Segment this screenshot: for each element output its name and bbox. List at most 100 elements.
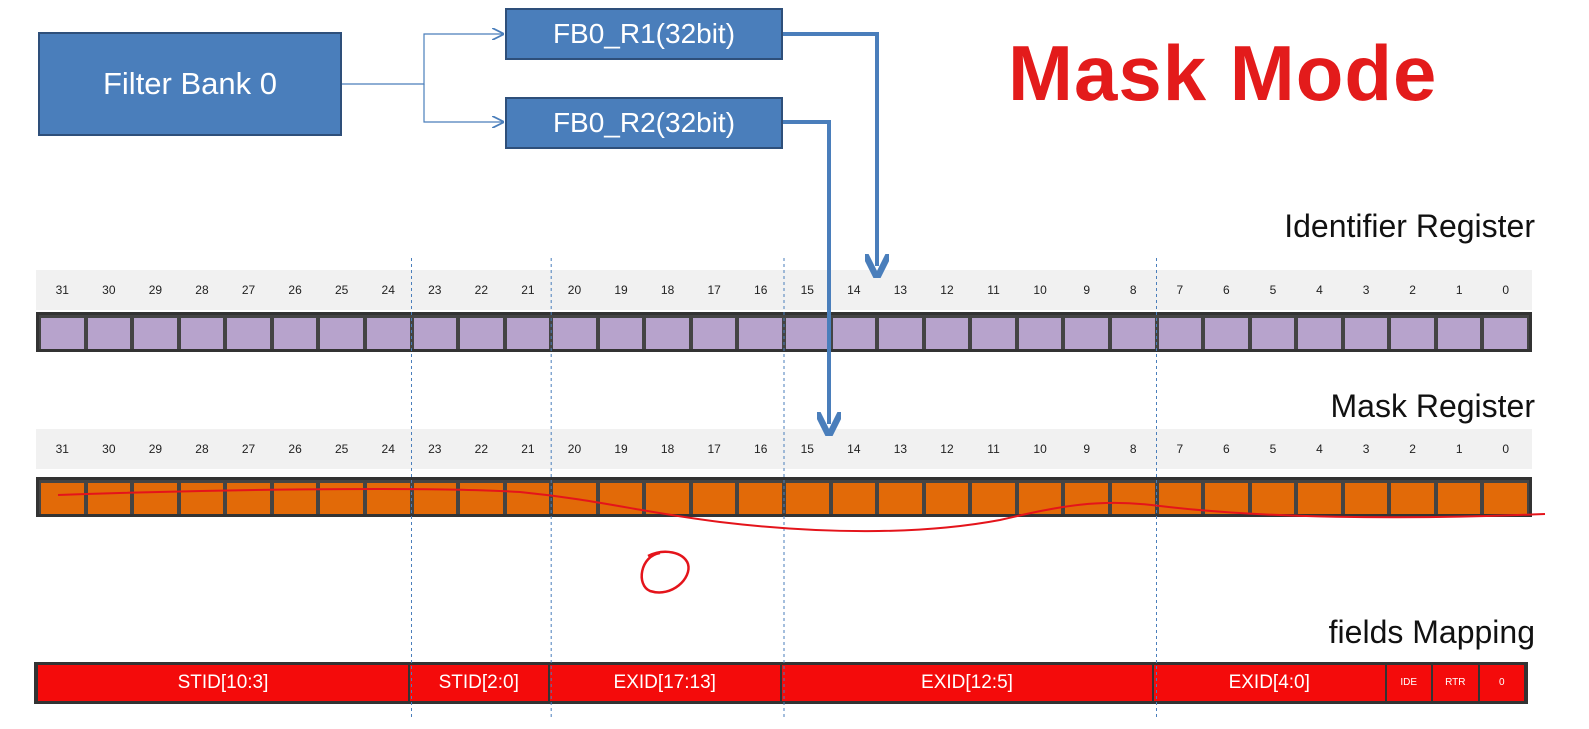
identifier-bit-number: 8 [1129, 283, 1137, 297]
identifier-bit-cell [320, 318, 363, 349]
identifier-bit-cell [879, 318, 922, 349]
mask-bit-cell [739, 483, 782, 514]
mask-bit-cell [925, 483, 969, 514]
mask-bit-cell [506, 483, 550, 514]
mask-bit-cell [1484, 483, 1527, 514]
identifier-bit-cell [832, 318, 876, 349]
mask-bit-cell [87, 483, 131, 514]
identifier-bit-number: 13 [893, 283, 908, 297]
mask-bit-cell [1111, 483, 1155, 514]
mask-bit-number: 4 [1316, 442, 1323, 456]
identifier-bit-number: 25 [334, 283, 349, 297]
handwritten-underline [57, 487, 1546, 533]
identifier-bit-number: 12 [940, 283, 954, 297]
identifier-bit-cell [1344, 318, 1388, 349]
mask-bit-cell [1437, 483, 1481, 514]
identifier-bit-number: 16 [754, 283, 768, 297]
mask-bit-number: 12 [940, 442, 954, 456]
identifier-bit-cell [1205, 318, 1248, 349]
identifier-bit-number: 1 [1455, 283, 1463, 297]
mask-bit-number: 8 [1129, 442, 1137, 456]
identifier-bit-cell [227, 318, 270, 349]
identifier-bit-cell [925, 318, 969, 349]
identifier-bit-cell [972, 318, 1015, 349]
mask-bit-number: 31 [55, 442, 69, 456]
mask-bit-number: 30 [102, 442, 116, 456]
field-stid-10-3: STID[10:3] [38, 665, 408, 701]
identifier-bit-number: 21 [521, 283, 535, 297]
identifier-bit-cell [460, 318, 503, 349]
mask-bit-cell [273, 483, 317, 514]
field-rtr: RTR [1433, 665, 1478, 701]
identifier-bit-number: 10 [1033, 283, 1047, 297]
identifier-bit-cell [1391, 318, 1434, 349]
field-exid-17-13: EXID[17:13] [549, 665, 780, 701]
mask-bit-number: 13 [893, 442, 908, 456]
identifier-bit-number: 18 [660, 283, 675, 297]
identifier-bit-number: 24 [381, 283, 395, 297]
mask-bit-number: 7 [1176, 442, 1184, 456]
mask-bit-cell [1391, 483, 1434, 514]
identifier-bit-cell [366, 318, 410, 349]
mask-bit-number: 10 [1033, 442, 1047, 456]
mask-bit-number: 25 [334, 442, 349, 456]
mask-bit-number: 20 [567, 442, 582, 456]
identifier-bit-number: 26 [288, 283, 302, 297]
identifier-bit-number: 23 [428, 283, 442, 297]
identifier-bit-number: 5 [1269, 283, 1277, 297]
identifier-bit-number: 4 [1316, 283, 1323, 297]
mask-bit-cell [786, 483, 829, 514]
fields-mapping-label: fields Mapping [1328, 614, 1535, 650]
mask-bit-number: 27 [241, 442, 256, 456]
identifier-bit-number: 31 [55, 283, 69, 297]
identifier-bit-cell [739, 318, 782, 349]
bank-connector-line [342, 34, 503, 85]
mask-bit-cell [460, 483, 503, 514]
identifier-bit-cell [1437, 318, 1481, 349]
mask-bit-number: 6 [1223, 442, 1230, 456]
mask-bit-number: 23 [428, 442, 442, 456]
identifier-bit-number: 15 [800, 283, 814, 297]
identifier-bit-number: 29 [148, 283, 163, 297]
mask-bit-number: 3 [1362, 442, 1370, 456]
mask-bit-number: 19 [614, 442, 628, 456]
identifier-bit-cell [273, 318, 317, 349]
identifier-bit-number: 2 [1409, 283, 1416, 297]
mask-bit-cell [972, 483, 1015, 514]
mask-bit-number: 17 [707, 442, 721, 456]
identifier-bit-number: 9 [1083, 283, 1090, 297]
identifier-bit-number: 17 [707, 283, 721, 297]
mask-bit-number: 26 [288, 442, 302, 456]
identifier-bit-number: 19 [614, 283, 628, 297]
identifier-bit-cell [1158, 318, 1202, 349]
identifier-bit-number: 14 [847, 283, 861, 297]
mask-bit-cell [1065, 483, 1108, 514]
filter-bank-box: Filter Bank 0 [38, 32, 342, 136]
mask-bit-number: 2 [1409, 442, 1416, 456]
mask-bit-number: 5 [1269, 442, 1277, 456]
fb0-r2-box: FB0_R2(32bit) [505, 97, 783, 149]
identifier-bit-cell [1065, 318, 1108, 349]
identifier-bit-cell [553, 318, 596, 349]
field-stid-2-0: STID[2:0] [410, 665, 548, 701]
handwritten-zero [640, 550, 690, 594]
identifier-bit-number: 27 [241, 283, 256, 297]
mask-bit-cell [1251, 483, 1295, 514]
page-title: Mask Mode [1008, 29, 1438, 117]
mask-bit-cell [180, 483, 224, 514]
identifier-bit-number: 28 [195, 283, 209, 297]
mask-bit-cell [227, 483, 270, 514]
mask-bit-cell [879, 483, 922, 514]
identifier-bit-cell [1484, 318, 1527, 349]
mask-bit-number: 0 [1502, 442, 1510, 456]
r2-to-mask-arrow [783, 120, 829, 424]
r1-to-identifier-arrow [783, 32, 877, 266]
field-0: 0 [1479, 665, 1524, 701]
mask-bit-number: 14 [847, 442, 861, 456]
mask-bit-number: 1 [1455, 442, 1463, 456]
mask-bit-number: 22 [474, 442, 489, 456]
identifier-bit-cell [1111, 318, 1155, 349]
mask-register-label: Mask Register [1330, 388, 1536, 424]
identifier-bit-number: 7 [1176, 283, 1184, 297]
